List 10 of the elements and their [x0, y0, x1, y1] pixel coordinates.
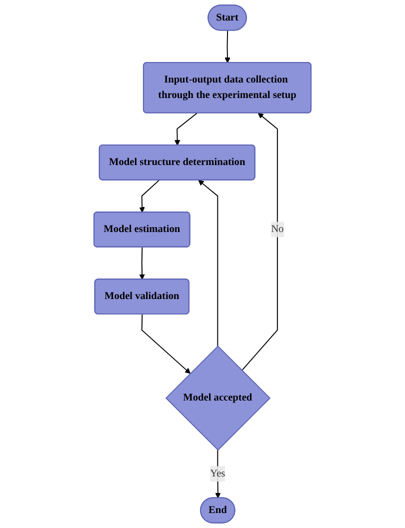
edge-label: No: [271, 224, 284, 235]
arrow: [139, 180, 160, 213]
arrow: [139, 246, 145, 280]
arrow: [174, 112, 198, 146]
arrow: [224, 30, 230, 64]
arrow: [198, 180, 218, 347]
node-diamond: Model accepted: [165, 345, 271, 451]
edge-label: Yes: [210, 468, 226, 480]
arrow: [141, 314, 191, 374]
arrow: [241, 112, 278, 371]
